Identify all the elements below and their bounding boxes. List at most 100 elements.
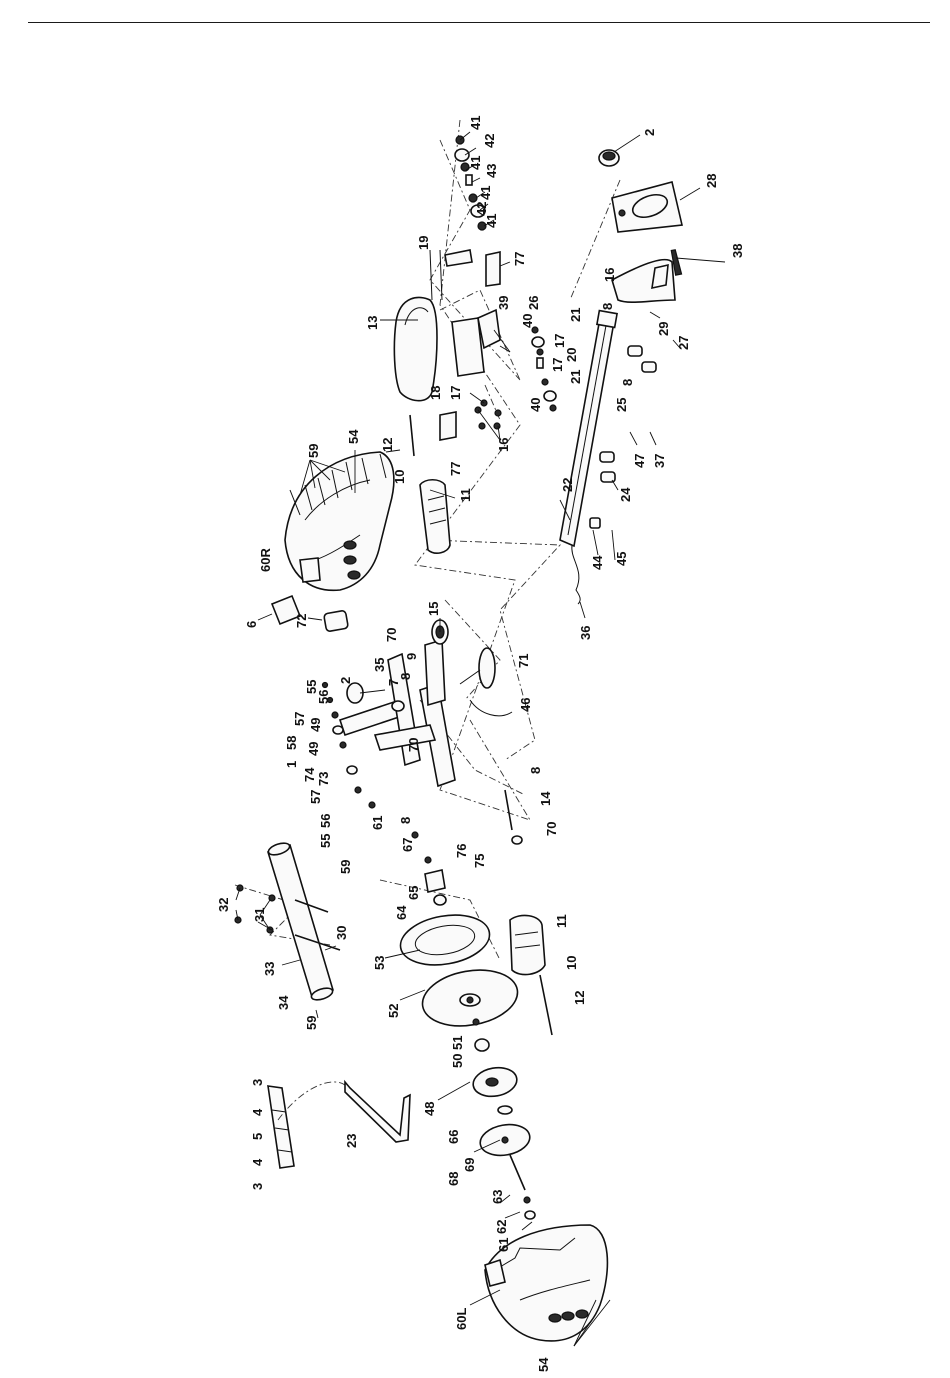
parts-shapes bbox=[234, 135, 683, 1342]
callout-8: 8 bbox=[528, 767, 543, 774]
callout-9: 9 bbox=[404, 653, 419, 660]
callout-37: 37 bbox=[652, 454, 667, 468]
adjustment-feet bbox=[589, 345, 657, 529]
callout-71: 71 bbox=[516, 654, 531, 668]
right-cover-60R bbox=[284, 451, 395, 592]
sleeve-77b bbox=[439, 411, 457, 441]
callout-17: 17 bbox=[550, 358, 565, 372]
callout-2: 2 bbox=[338, 677, 353, 684]
rear-tube-33 bbox=[267, 842, 334, 1001]
washer-51 bbox=[472, 1018, 480, 1026]
top-hardware-stack bbox=[454, 135, 487, 231]
callout-55: 55 bbox=[318, 834, 333, 848]
bar-3-4-5 bbox=[267, 1085, 295, 1169]
callout-53: 53 bbox=[372, 956, 387, 970]
callout-5: 5 bbox=[250, 1133, 265, 1140]
callout-52: 52 bbox=[386, 1004, 401, 1018]
callout-30: 30 bbox=[334, 926, 349, 940]
shaft-12-left bbox=[539, 974, 553, 1036]
callout-70: 70 bbox=[544, 822, 559, 836]
callout-10: 10 bbox=[392, 470, 407, 484]
callout-40: 40 bbox=[528, 398, 543, 412]
callout-17: 17 bbox=[552, 334, 567, 348]
callout-labels: 41 42 41 43 41 42 41 2 28 19 77 13 39 26… bbox=[216, 116, 745, 1372]
pulley-ring-53 bbox=[399, 914, 491, 966]
callout-25: 25 bbox=[614, 398, 629, 412]
callout-47: 47 bbox=[632, 454, 647, 468]
callout-41: 41 bbox=[484, 214, 499, 228]
callout-12: 12 bbox=[380, 438, 395, 452]
bolt-31 bbox=[294, 899, 329, 913]
callout-56: 56 bbox=[316, 690, 331, 704]
callout-41: 41 bbox=[478, 186, 493, 200]
callout-70: 70 bbox=[384, 628, 399, 642]
callout-49: 49 bbox=[308, 718, 323, 732]
callout-12: 12 bbox=[572, 991, 587, 1005]
callout-24: 24 bbox=[618, 487, 633, 502]
cap-70-lower bbox=[511, 835, 523, 845]
sensor-cable-36 bbox=[571, 544, 581, 605]
callout-59: 59 bbox=[304, 1016, 319, 1030]
callout-2: 2 bbox=[642, 129, 657, 136]
knob-2-lower bbox=[346, 682, 386, 704]
callout-21: 21 bbox=[568, 308, 583, 322]
callout-45: 45 bbox=[614, 552, 629, 566]
cap-6 bbox=[270, 594, 302, 626]
callout-22: 22 bbox=[560, 478, 575, 492]
callout-55: 55 bbox=[304, 680, 319, 694]
front-stabilizer-29 bbox=[611, 249, 683, 303]
callout-43: 43 bbox=[484, 164, 499, 178]
callout-16: 16 bbox=[496, 438, 511, 452]
axle-63 bbox=[509, 1154, 526, 1191]
screws-59 bbox=[289, 453, 387, 516]
callout-48: 48 bbox=[422, 1102, 437, 1116]
callout-36: 36 bbox=[578, 626, 593, 640]
callout-58: 58 bbox=[284, 736, 299, 750]
belt-hardware-stack bbox=[411, 831, 447, 906]
callout-70: 70 bbox=[406, 738, 421, 752]
pedal-11-left bbox=[509, 914, 546, 976]
shaft-12-right bbox=[409, 414, 415, 457]
pedal-11-right bbox=[419, 478, 451, 554]
callout-41: 41 bbox=[468, 116, 483, 130]
top-rule bbox=[28, 22, 930, 23]
callout-42: 42 bbox=[482, 134, 497, 148]
callout-7: 7 bbox=[386, 679, 401, 686]
callout-27: 27 bbox=[676, 336, 691, 350]
callout-15: 15 bbox=[426, 602, 441, 616]
callout-16: 16 bbox=[602, 268, 617, 282]
callout-11: 11 bbox=[554, 914, 569, 928]
seat-rails-19 bbox=[429, 249, 473, 301]
callout-63: 63 bbox=[490, 1190, 505, 1204]
callout-17: 17 bbox=[448, 386, 463, 400]
callout-56: 56 bbox=[318, 814, 333, 828]
callout-3: 3 bbox=[250, 1079, 265, 1086]
callout-6: 6 bbox=[244, 621, 259, 628]
callout-8: 8 bbox=[398, 673, 413, 680]
knob-2-top bbox=[598, 149, 620, 167]
nut-50 bbox=[474, 1038, 490, 1052]
main-frame-1 bbox=[338, 638, 456, 788]
knob-hardware-stack bbox=[531, 326, 557, 412]
callout-14: 14 bbox=[538, 791, 553, 806]
callout-62: 62 bbox=[494, 1220, 509, 1234]
flywheel-52 bbox=[421, 969, 519, 1027]
callout-54: 54 bbox=[536, 1357, 551, 1372]
cable-46 bbox=[469, 699, 513, 717]
callout-21: 21 bbox=[568, 370, 583, 384]
callout-34: 34 bbox=[276, 995, 291, 1010]
leader-lines bbox=[235, 131, 726, 1347]
callout-72: 72 bbox=[294, 614, 309, 628]
callout-20: 20 bbox=[564, 348, 579, 362]
callout-61: 61 bbox=[496, 1238, 511, 1252]
disc-69 bbox=[479, 1123, 531, 1157]
callout-51: 51 bbox=[450, 1036, 465, 1050]
callout-13: 13 bbox=[365, 316, 380, 330]
callout-57: 57 bbox=[308, 790, 323, 804]
callout-18: 18 bbox=[428, 386, 443, 400]
callout-75: 75 bbox=[472, 854, 487, 868]
hardware-column-55-61 bbox=[321, 681, 376, 809]
callout-10: 10 bbox=[564, 956, 579, 970]
callout-41: 41 bbox=[468, 156, 483, 170]
